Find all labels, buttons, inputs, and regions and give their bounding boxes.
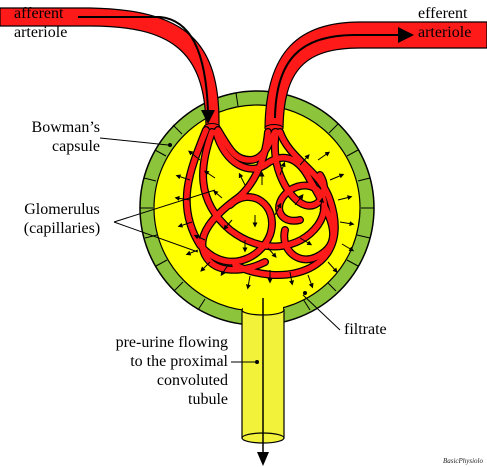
preurine-line1: pre-urine flowing [50,333,228,352]
credit-text: BasicPhysiolo [443,457,483,465]
glomerulus-line2: (capillaries) [12,219,112,238]
bowman-capsule-label: Bowman’s capsule [14,118,100,156]
filtrate-label: filtrate [344,320,387,339]
efferent-line2: arteriole [418,23,471,42]
pre-urine-label: pre-urine flowing to the proximal convol… [50,333,228,409]
efferent-arteriole-label: efferent arteriole [418,4,471,42]
afferent-arteriole-label: afferent arteriole [14,4,67,42]
bowman-line2: capsule [14,137,100,156]
afferent-line2: arteriole [14,23,67,42]
preurine-line2: to the proximal [50,352,228,371]
afferent-line1: afferent [14,4,67,23]
bowman-line1: Bowman’s [14,118,100,137]
glomerulus-line1: Glomerulus [12,200,112,219]
efferent-line1: efferent [418,4,471,23]
preurine-line4: tubule [50,390,228,409]
preurine-line3: convoluted [50,371,228,390]
glomerulus-label: Glomerulus (capillaries) [12,200,112,238]
